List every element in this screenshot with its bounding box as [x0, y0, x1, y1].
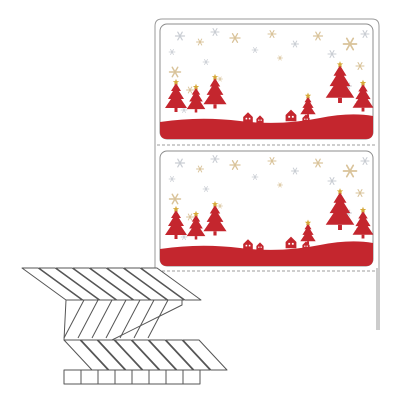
snow-hill [160, 114, 373, 139]
snow-hill [160, 241, 373, 266]
fanfold-fold-line [77, 299, 99, 339]
fanfold-fold-line [133, 299, 155, 339]
fanfold-fold-line [147, 299, 169, 339]
winter-village-landscape [160, 61, 374, 139]
fanfold-panel [140, 267, 202, 301]
label-liner [154, 18, 380, 330]
fanfold-panel [182, 339, 228, 371]
winter-village-landscape [160, 188, 374, 266]
label-2 [159, 150, 374, 267]
label-1 [159, 23, 374, 140]
fanfold-fold-line [91, 299, 113, 339]
fanfold-fold-line [105, 299, 127, 339]
fanfold-panel [165, 339, 211, 371]
fanfold-fold-line [63, 299, 85, 339]
fanfold-panel [123, 267, 185, 301]
fanfold-fold-line [119, 299, 141, 339]
fanfold-label-stack [21, 267, 228, 385]
fanfold-stack-side [63, 299, 183, 341]
